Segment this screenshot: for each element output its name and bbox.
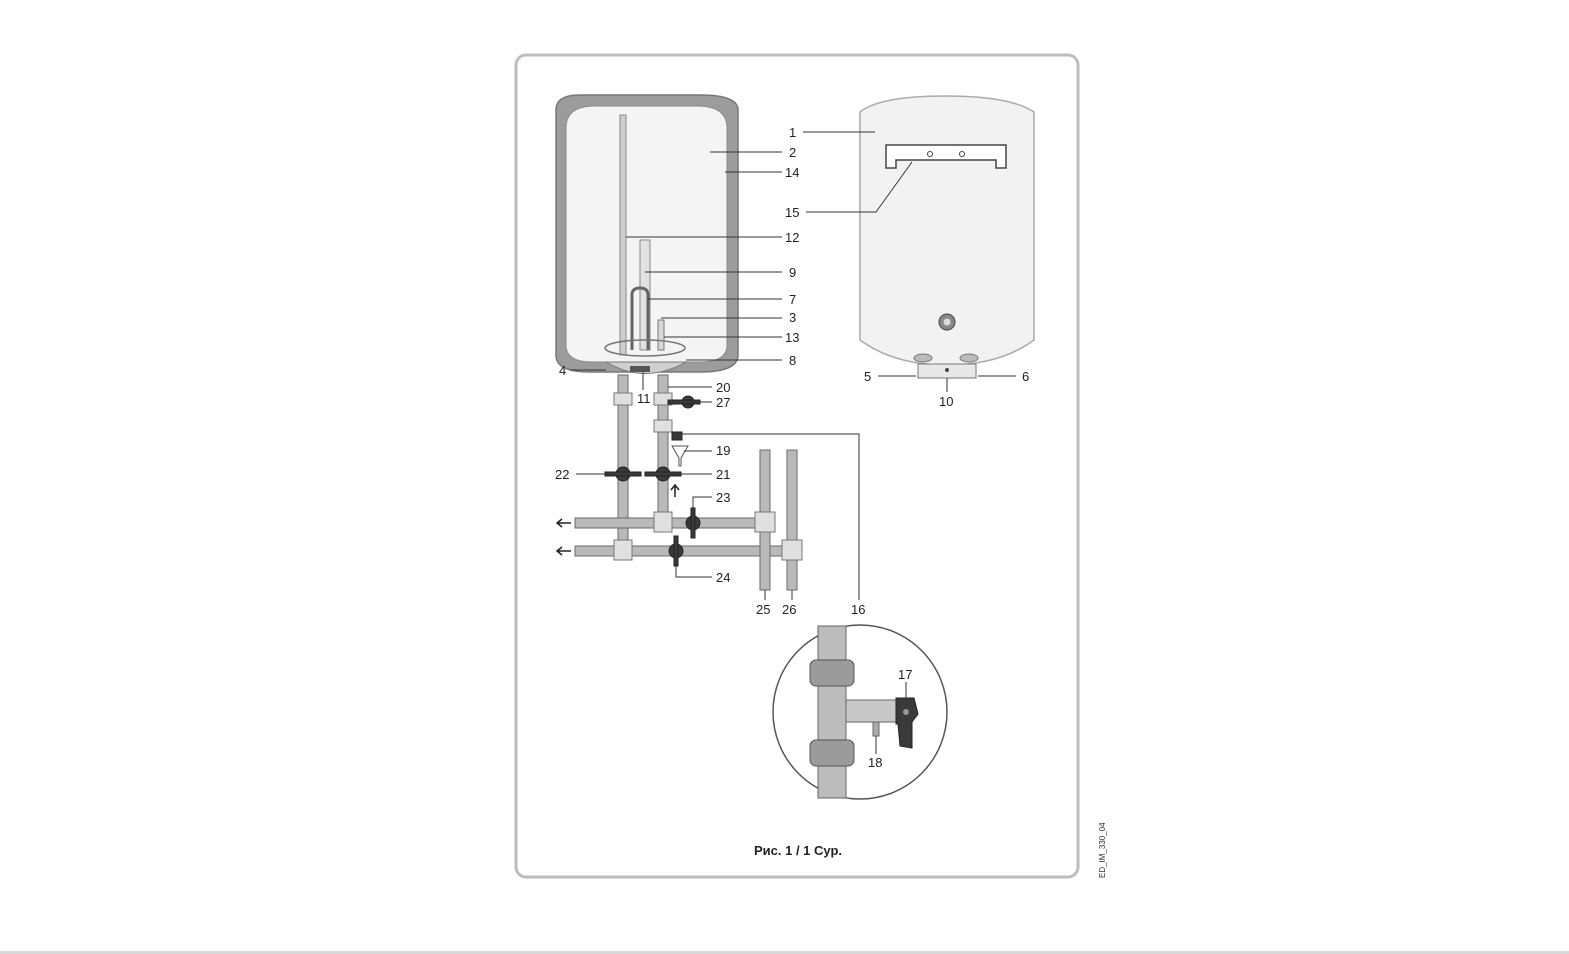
flow-arrow-icon <box>555 546 571 556</box>
detail-nut-bottom <box>809 739 855 767</box>
flange-gasket <box>604 339 686 357</box>
detail-branch <box>845 699 897 723</box>
cold-inlet <box>959 353 979 363</box>
detail-nut-top <box>809 659 855 687</box>
callout-24: 24 <box>716 570 730 585</box>
callout-15: 15 <box>785 205 799 220</box>
callout-10: 10 <box>939 394 953 409</box>
drain-valve <box>671 431 683 441</box>
callout-16: 16 <box>851 602 865 617</box>
mounting-bracket <box>885 144 1007 169</box>
tee-fitting <box>653 511 673 533</box>
tee-fitting <box>781 539 803 561</box>
thermostat-tube <box>639 239 651 351</box>
detail-view <box>772 624 948 800</box>
drain-valve-handle <box>895 697 919 749</box>
callout-2: 2 <box>789 145 796 160</box>
heating-element <box>630 286 650 350</box>
callout-5: 5 <box>864 369 871 384</box>
callout-17: 17 <box>898 667 912 682</box>
callout-27: 27 <box>716 395 730 410</box>
callout-12: 12 <box>785 230 799 245</box>
callout-23: 23 <box>716 490 730 505</box>
callout-8: 8 <box>789 353 796 368</box>
flow-arrow-icon <box>555 518 571 528</box>
drain-nozzle <box>872 721 880 737</box>
callout-3: 3 <box>789 310 796 325</box>
tank-exterior-view <box>859 95 1035 379</box>
callout-6: 6 <box>1022 369 1029 384</box>
bottom-edge-bar <box>0 951 1569 954</box>
callout-18: 18 <box>868 755 882 770</box>
callout-26: 26 <box>782 602 796 617</box>
callout-21: 21 <box>716 467 730 482</box>
callout-9: 9 <box>789 265 796 280</box>
tee-fitting <box>754 511 776 533</box>
callout-14: 14 <box>785 165 799 180</box>
fitting <box>653 419 673 433</box>
callout-7: 7 <box>789 292 796 307</box>
leader-lines <box>570 131 1016 754</box>
callout-1: 1 <box>789 125 796 140</box>
indicator-lamp <box>630 366 650 372</box>
tank-body <box>859 95 1035 366</box>
document-code: ED_IM_330_04 <box>1098 822 1107 878</box>
fitting <box>613 392 633 406</box>
callout-11: 11 <box>637 391 651 406</box>
callout-labels: 1 2 3 4 5 6 7 8 9 10 11 12 13 14 15 16 1… <box>555 125 1029 770</box>
flow-arrow-icon <box>670 483 680 497</box>
callout-22: 22 <box>555 467 569 482</box>
callout-4: 4 <box>559 363 566 378</box>
callout-13: 13 <box>785 330 799 345</box>
detail-pipe <box>817 625 847 799</box>
tee-fitting <box>613 539 633 561</box>
callout-25: 25 <box>756 602 770 617</box>
callout-19: 19 <box>716 443 730 458</box>
tank-inner-vessel <box>565 105 728 363</box>
figure-caption: Рис. 1 / 1 Сур. <box>754 843 842 858</box>
riser-pipe-26 <box>786 449 798 591</box>
anode-rod <box>619 114 627 356</box>
hot-outlet <box>913 353 933 363</box>
tank-cross-section <box>555 94 739 374</box>
callout-20: 20 <box>716 380 730 395</box>
thermometer-probe <box>657 319 665 351</box>
